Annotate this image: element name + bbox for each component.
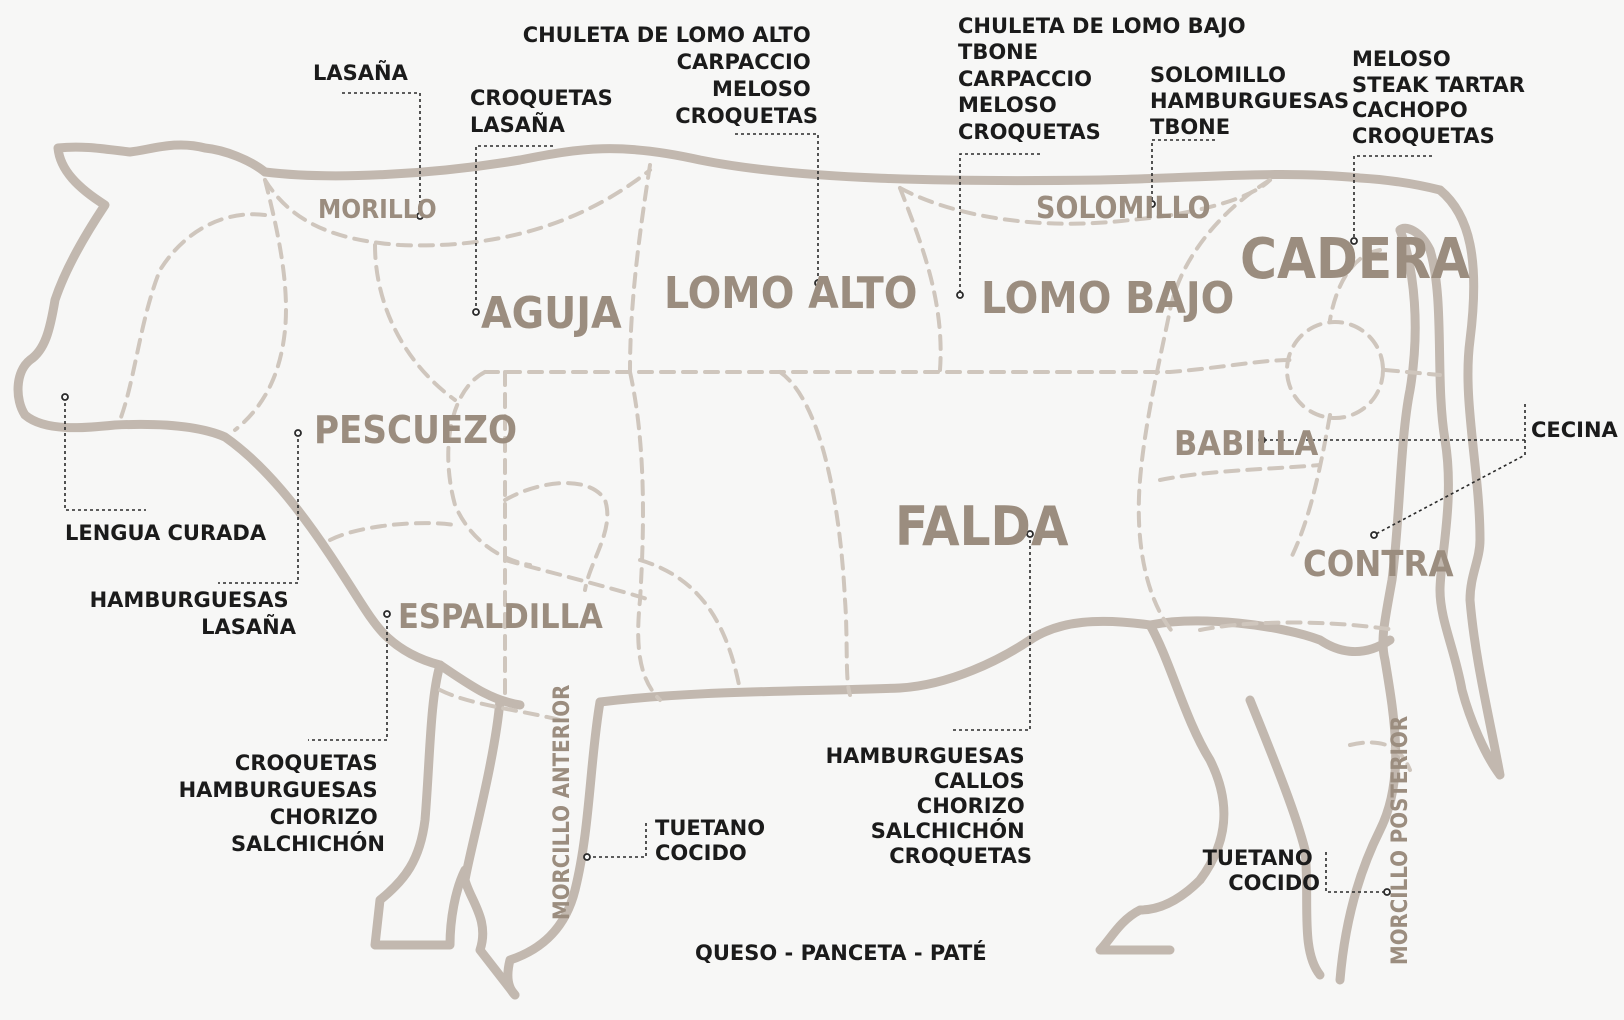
footer-extras: QUESO - PANCETA - PATÉ — [695, 940, 987, 965]
uses-morillo: LASAÑA — [313, 60, 409, 85]
cut-falda: FALDA — [895, 495, 1069, 558]
uses-espaldilla: CROQUETAS HAMBURGUESAS CHORIZO SALCHICHÓ… — [179, 751, 385, 856]
cut-morcillo-posterior: MORCILLO POSTERIOR — [1388, 716, 1413, 965]
uses-solomillo: SOLOMILLO HAMBURGUESAS TBONE — [1150, 63, 1356, 139]
cut-pescuezo: PESCUEZO — [314, 408, 517, 452]
uses-lomo-alto: CHULETA DE LOMO ALTO CARPACCIO MELOSO CR… — [523, 23, 818, 128]
uses-cadera: MELOSO STEAK TARTAR CACHOPO CROQUETAS — [1352, 47, 1532, 148]
uses-pescuezo: HAMBURGUESAS LASAÑA — [90, 588, 297, 639]
leader-lines — [64, 92, 1526, 893]
cut-cadera: CADERA — [1240, 227, 1470, 292]
uses-morcillo-anterior: TUETANO COCIDO — [655, 816, 772, 865]
cow-outline — [13, 140, 1505, 1000]
leader-dots — [61, 200, 1391, 896]
use-labels: LASAÑA CROQUETAS LASAÑA CHULETA DE LOMO … — [65, 14, 1619, 965]
cut-contra: CONTRA — [1303, 544, 1454, 585]
cut-names: MORILLO AGUJA LOMO ALTO SOLOMILLO LOMO B… — [314, 191, 1470, 965]
cut-aguja: AGUJA — [481, 288, 622, 339]
cut-morcillo-anterior: MORCILLO ANTERIOR — [550, 685, 575, 920]
cut-morillo: MORILLO — [318, 195, 437, 225]
cut-lomo-bajo: LOMO BAJO — [981, 273, 1234, 324]
cut-babilla: BABILLA — [1174, 424, 1319, 464]
uses-lomo-bajo: CHULETA DE LOMO BAJO TBONE CARPACCIO MEL… — [958, 14, 1253, 144]
uses-aguja: CROQUETAS LASAÑA — [470, 86, 620, 137]
cut-solomillo: SOLOMILLO — [1036, 191, 1211, 226]
uses-falda: HAMBURGUESAS CALLOS CHORIZO SALCHICHÓN C… — [826, 744, 1032, 868]
cut-espaldilla: ESPALDILLA — [398, 597, 603, 637]
cut-lomo-alto: LOMO ALTO — [664, 268, 917, 319]
cut-lines — [118, 163, 1442, 772]
uses-lengua: LENGUA CURADA — [65, 521, 267, 545]
uses-contra: CECINA — [1531, 418, 1619, 442]
uses-morcillo-posterior: TUETANO COCIDO — [1203, 846, 1320, 895]
